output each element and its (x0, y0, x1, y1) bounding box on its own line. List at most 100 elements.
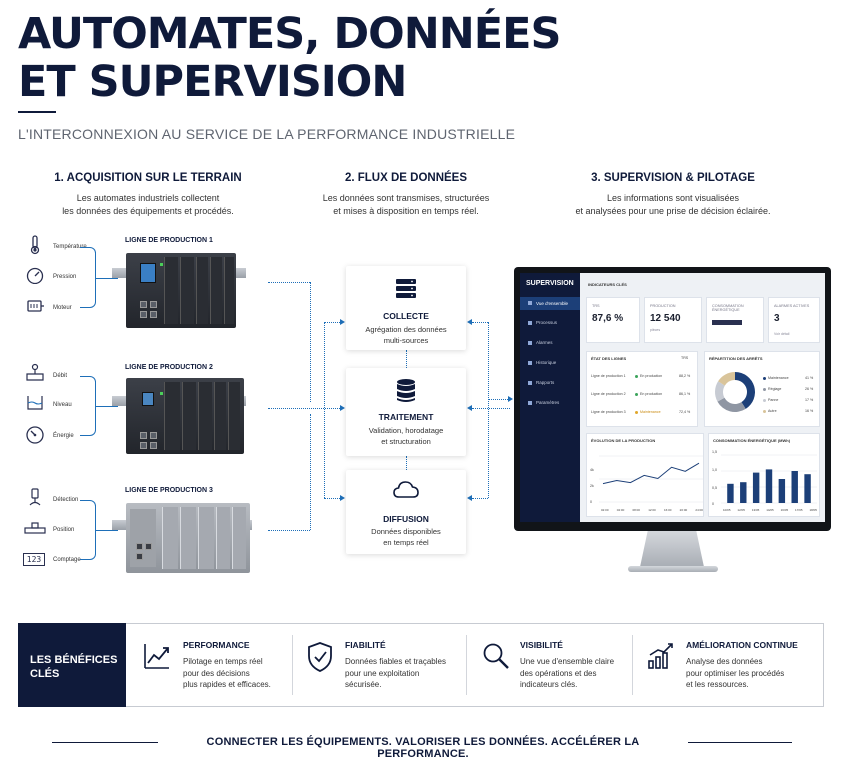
flow-box-collecte: COLLECTE Agrégation des données multi-so… (346, 266, 466, 350)
benefit-desc-fiabilite: Données fiables et traçables pour une ex… (345, 656, 446, 691)
plc-2-module (164, 382, 180, 450)
energy-bar (791, 471, 798, 503)
sidebar-item-historique[interactable]: Historique (536, 360, 557, 365)
sidebar-item-overview[interactable]: Vue d'ensemble (520, 297, 580, 310)
flow-line (406, 350, 407, 374)
magnifier-icon (481, 641, 511, 678)
gauge-icon (24, 266, 46, 288)
plc-1-led (160, 263, 163, 266)
shield-check-icon (306, 641, 334, 680)
flow-arrow (467, 319, 472, 325)
detector-icon (24, 488, 46, 512)
plc-1-port (140, 311, 147, 318)
benefit-desc-line: indicateurs clés. (520, 680, 578, 689)
flow-line (406, 456, 407, 470)
sensor-label-debit: Débit (53, 373, 68, 379)
plc-2-screen (142, 392, 154, 406)
col-header: TRS (681, 356, 689, 360)
plc-3-port (136, 553, 143, 560)
flow-line (310, 282, 311, 402)
x-tick: 16/05 (780, 508, 789, 512)
kpi-card-trs: TRS 87,6 % (586, 297, 640, 343)
stops-legend: Maintenance 41 % Réglage 26 % Panne 17 %… (763, 376, 819, 420)
legend-item: Panne 17 % (763, 398, 819, 409)
history-icon (528, 361, 532, 365)
plc-1-port (140, 301, 147, 308)
step-3-desc: Les informations sont visualisées et ana… (548, 192, 798, 218)
flow-line (268, 530, 310, 531)
kpi-label: CONSOMMATION ÉNERGÉTIQUE (712, 304, 744, 312)
flow-line (324, 322, 340, 323)
benefit-desc-line: et les ressources. (686, 680, 749, 689)
plc-line-1 (126, 253, 236, 328)
dashboard-screen: SUPERVISION Vue d'ensemble Processus Ala… (520, 273, 825, 522)
x-tick: 08:00 (632, 508, 640, 512)
stops-donut-chart (715, 372, 755, 412)
step-2-desc-line1: Les données sont transmises, structurées (322, 193, 490, 203)
step-2-title: 2. FLUX DE DONNÉES (344, 172, 468, 184)
flow-icon (24, 363, 46, 387)
monitor-stand (640, 531, 704, 567)
legend-label: Maintenance (768, 376, 789, 380)
sensor-label-temperature: Température (53, 244, 87, 250)
flow-desc-line: Agrégation des données (365, 325, 447, 334)
flow-arrow (508, 396, 513, 402)
energy-bar-chart (721, 454, 817, 504)
line-row-status: En production (640, 392, 663, 396)
line-2-bracket (80, 376, 96, 436)
benefit-desc-line: Données fiables et traçables (345, 657, 446, 666)
benefits-key: LES BÉNÉFICES CLÉS (18, 623, 126, 707)
donut-slice (717, 397, 746, 412)
plc-line-3 (126, 503, 250, 573)
step-2-desc-line2: et mises à disposition en temps réel. (333, 206, 479, 216)
sidebar-item-alarmes[interactable]: Alarmes (536, 340, 553, 345)
database-icon (395, 378, 417, 410)
flow-desc-line: en temps réel (383, 538, 429, 547)
x-axis: 10/05 12/05 13/05 14/05 16/05 17/05 18/0… (723, 508, 817, 512)
y-tick: 1,5 (712, 450, 717, 454)
x-tick: 17/05 (795, 508, 803, 512)
benefit-desc-line: Une vue d'ensemble claire (520, 657, 615, 666)
sidebar-item-parametres[interactable]: Paramètres (536, 400, 560, 405)
sidebar-item-rapports[interactable]: Rapports (536, 380, 555, 385)
benefits-key-line1: LES BÉNÉFICES (30, 654, 118, 666)
flow-line (472, 408, 510, 409)
x-tick: 02:00 (601, 508, 609, 512)
kpi-card-energy: CONSOMMATION ÉNERGÉTIQUE (706, 297, 764, 343)
plc-1-screen (140, 263, 156, 283)
y-tick: 0 (590, 500, 592, 504)
legend-item: Maintenance 41 % (763, 376, 819, 387)
trend-chart-icon (142, 641, 172, 678)
line-row-value: 72,4 % (679, 410, 691, 414)
legend-swatch (763, 388, 766, 391)
server-icon (394, 278, 418, 306)
y-tick: 0,5 (712, 486, 717, 490)
flow-arrow (340, 405, 345, 411)
sidebar-item-processus[interactable]: Processus (536, 320, 558, 325)
x-tick: 12:00 (648, 508, 656, 512)
line-row-value: 88,2 % (679, 374, 691, 378)
plc-3-module (198, 507, 214, 569)
plc-1-module (210, 257, 222, 324)
production-panel: ÉVOLUTION DE LA PRODUCTION 4k 2k 0 02:00… (586, 433, 704, 517)
benefit-title-visibilite: VISIBILITÉ (520, 640, 563, 650)
tank-icon (24, 394, 46, 416)
legend-value: 16 % (805, 409, 814, 413)
donut-slice (735, 372, 755, 409)
step-3-title: 3. SUPERVISION & PILOTAGE (591, 172, 755, 184)
line-row-value: 86,1 % (679, 392, 691, 396)
plc-2-module (182, 382, 196, 450)
legend-swatch (763, 377, 766, 380)
step-1-desc: Les automates industriels collectent les… (38, 192, 258, 218)
panel-title: CONSOMMATION ÉNERGÉTIQUE (MWh) (713, 438, 791, 443)
panel-title: ÉTAT DES LIGNES (591, 356, 627, 361)
panel-title: RÉPARTITION DES ARRÊTS (709, 356, 763, 361)
benefit-desc-line: des opérations et des (520, 668, 597, 678)
y-tick: 4k (590, 468, 594, 472)
kpi-sub[interactable]: Voir détail (774, 332, 790, 336)
flow-line (488, 399, 508, 400)
donut-slice (715, 381, 725, 402)
lines-status-panel: ÉTAT DES LIGNES TRS Ligne de production … (586, 351, 698, 427)
y-tick: 2k (590, 484, 594, 488)
benefit-desc-amelioration: Analyse des données pour optimiser les p… (686, 656, 784, 691)
